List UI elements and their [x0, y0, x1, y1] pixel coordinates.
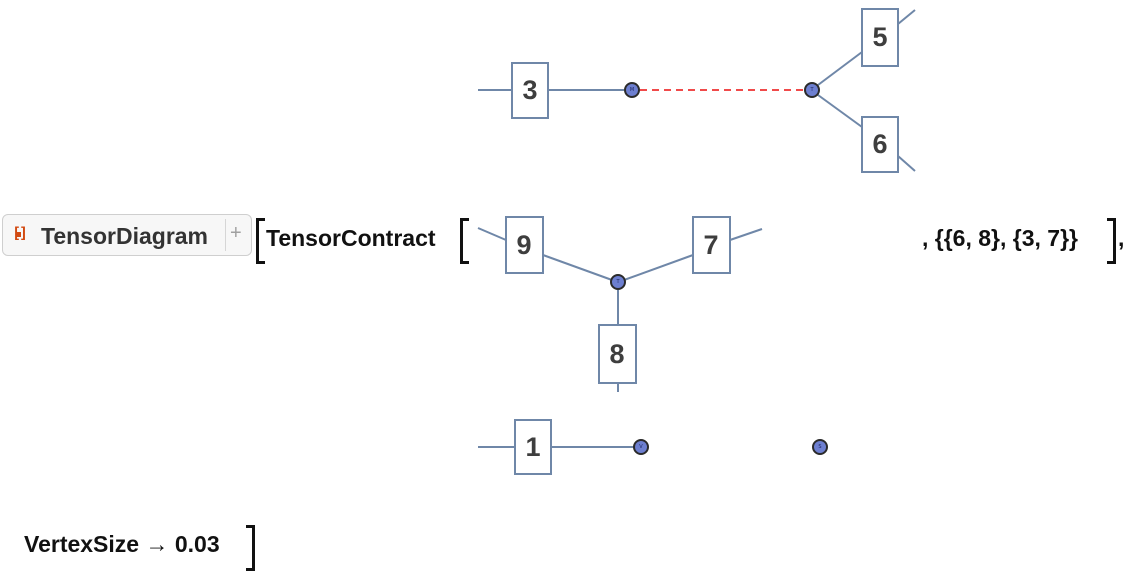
wire-7-right	[729, 228, 763, 241]
port-7-label: 7	[703, 230, 718, 260]
wire-t-6	[817, 94, 863, 128]
port-6-label: 6	[872, 129, 887, 159]
vertexsize-option: VertexSize → 0.03	[24, 531, 220, 557]
wire-9-t	[542, 254, 613, 281]
chip-divider	[225, 219, 226, 251]
wire-6-right	[897, 155, 916, 172]
port-1-box	[514, 419, 552, 475]
wire-5-right	[897, 9, 916, 25]
wire-9-left	[477, 227, 507, 241]
chip-label: TensorDiagram	[41, 223, 209, 249]
wire-t-7	[623, 254, 694, 281]
wire-t-5	[817, 51, 863, 86]
outer-open-bracket	[256, 218, 265, 264]
port-6-box	[861, 116, 899, 173]
node-v-label: V	[639, 444, 643, 450]
port-9-box	[505, 216, 544, 274]
node-m	[624, 82, 640, 98]
trailing-comma: ,	[1118, 225, 1125, 251]
port-8-box	[598, 324, 637, 384]
resource-function-chip[interactable]: [ ] TensorDiagram +	[2, 214, 252, 256]
expand-plus-icon[interactable]: +	[230, 222, 242, 244]
inner-open-bracket	[460, 218, 469, 264]
port-5-box	[861, 8, 899, 67]
node-t-middle-label: T	[615, 279, 620, 285]
port-5-label: 5	[872, 22, 887, 52]
node-s-label: S	[818, 444, 821, 450]
port-8-label: 8	[609, 339, 624, 369]
port-3-label: 3	[522, 75, 537, 105]
inner-close-bracket	[1107, 218, 1116, 264]
node-s	[812, 439, 828, 455]
port-7-box	[692, 216, 731, 274]
port-1-label: 1	[525, 432, 540, 462]
resource-function-icon: [ ]	[12, 226, 28, 242]
contraction-pairs: , {{6, 8}, {3, 7}}	[922, 225, 1078, 251]
node-t-top-label: T	[809, 87, 814, 93]
port-9-label: 9	[516, 230, 531, 260]
node-t-middle	[610, 274, 626, 290]
node-v	[633, 439, 649, 455]
node-m-label: M	[630, 87, 634, 93]
node-t-top	[804, 82, 820, 98]
port-3-box	[511, 62, 549, 119]
tensorcontract-head: TensorContract	[266, 225, 436, 251]
